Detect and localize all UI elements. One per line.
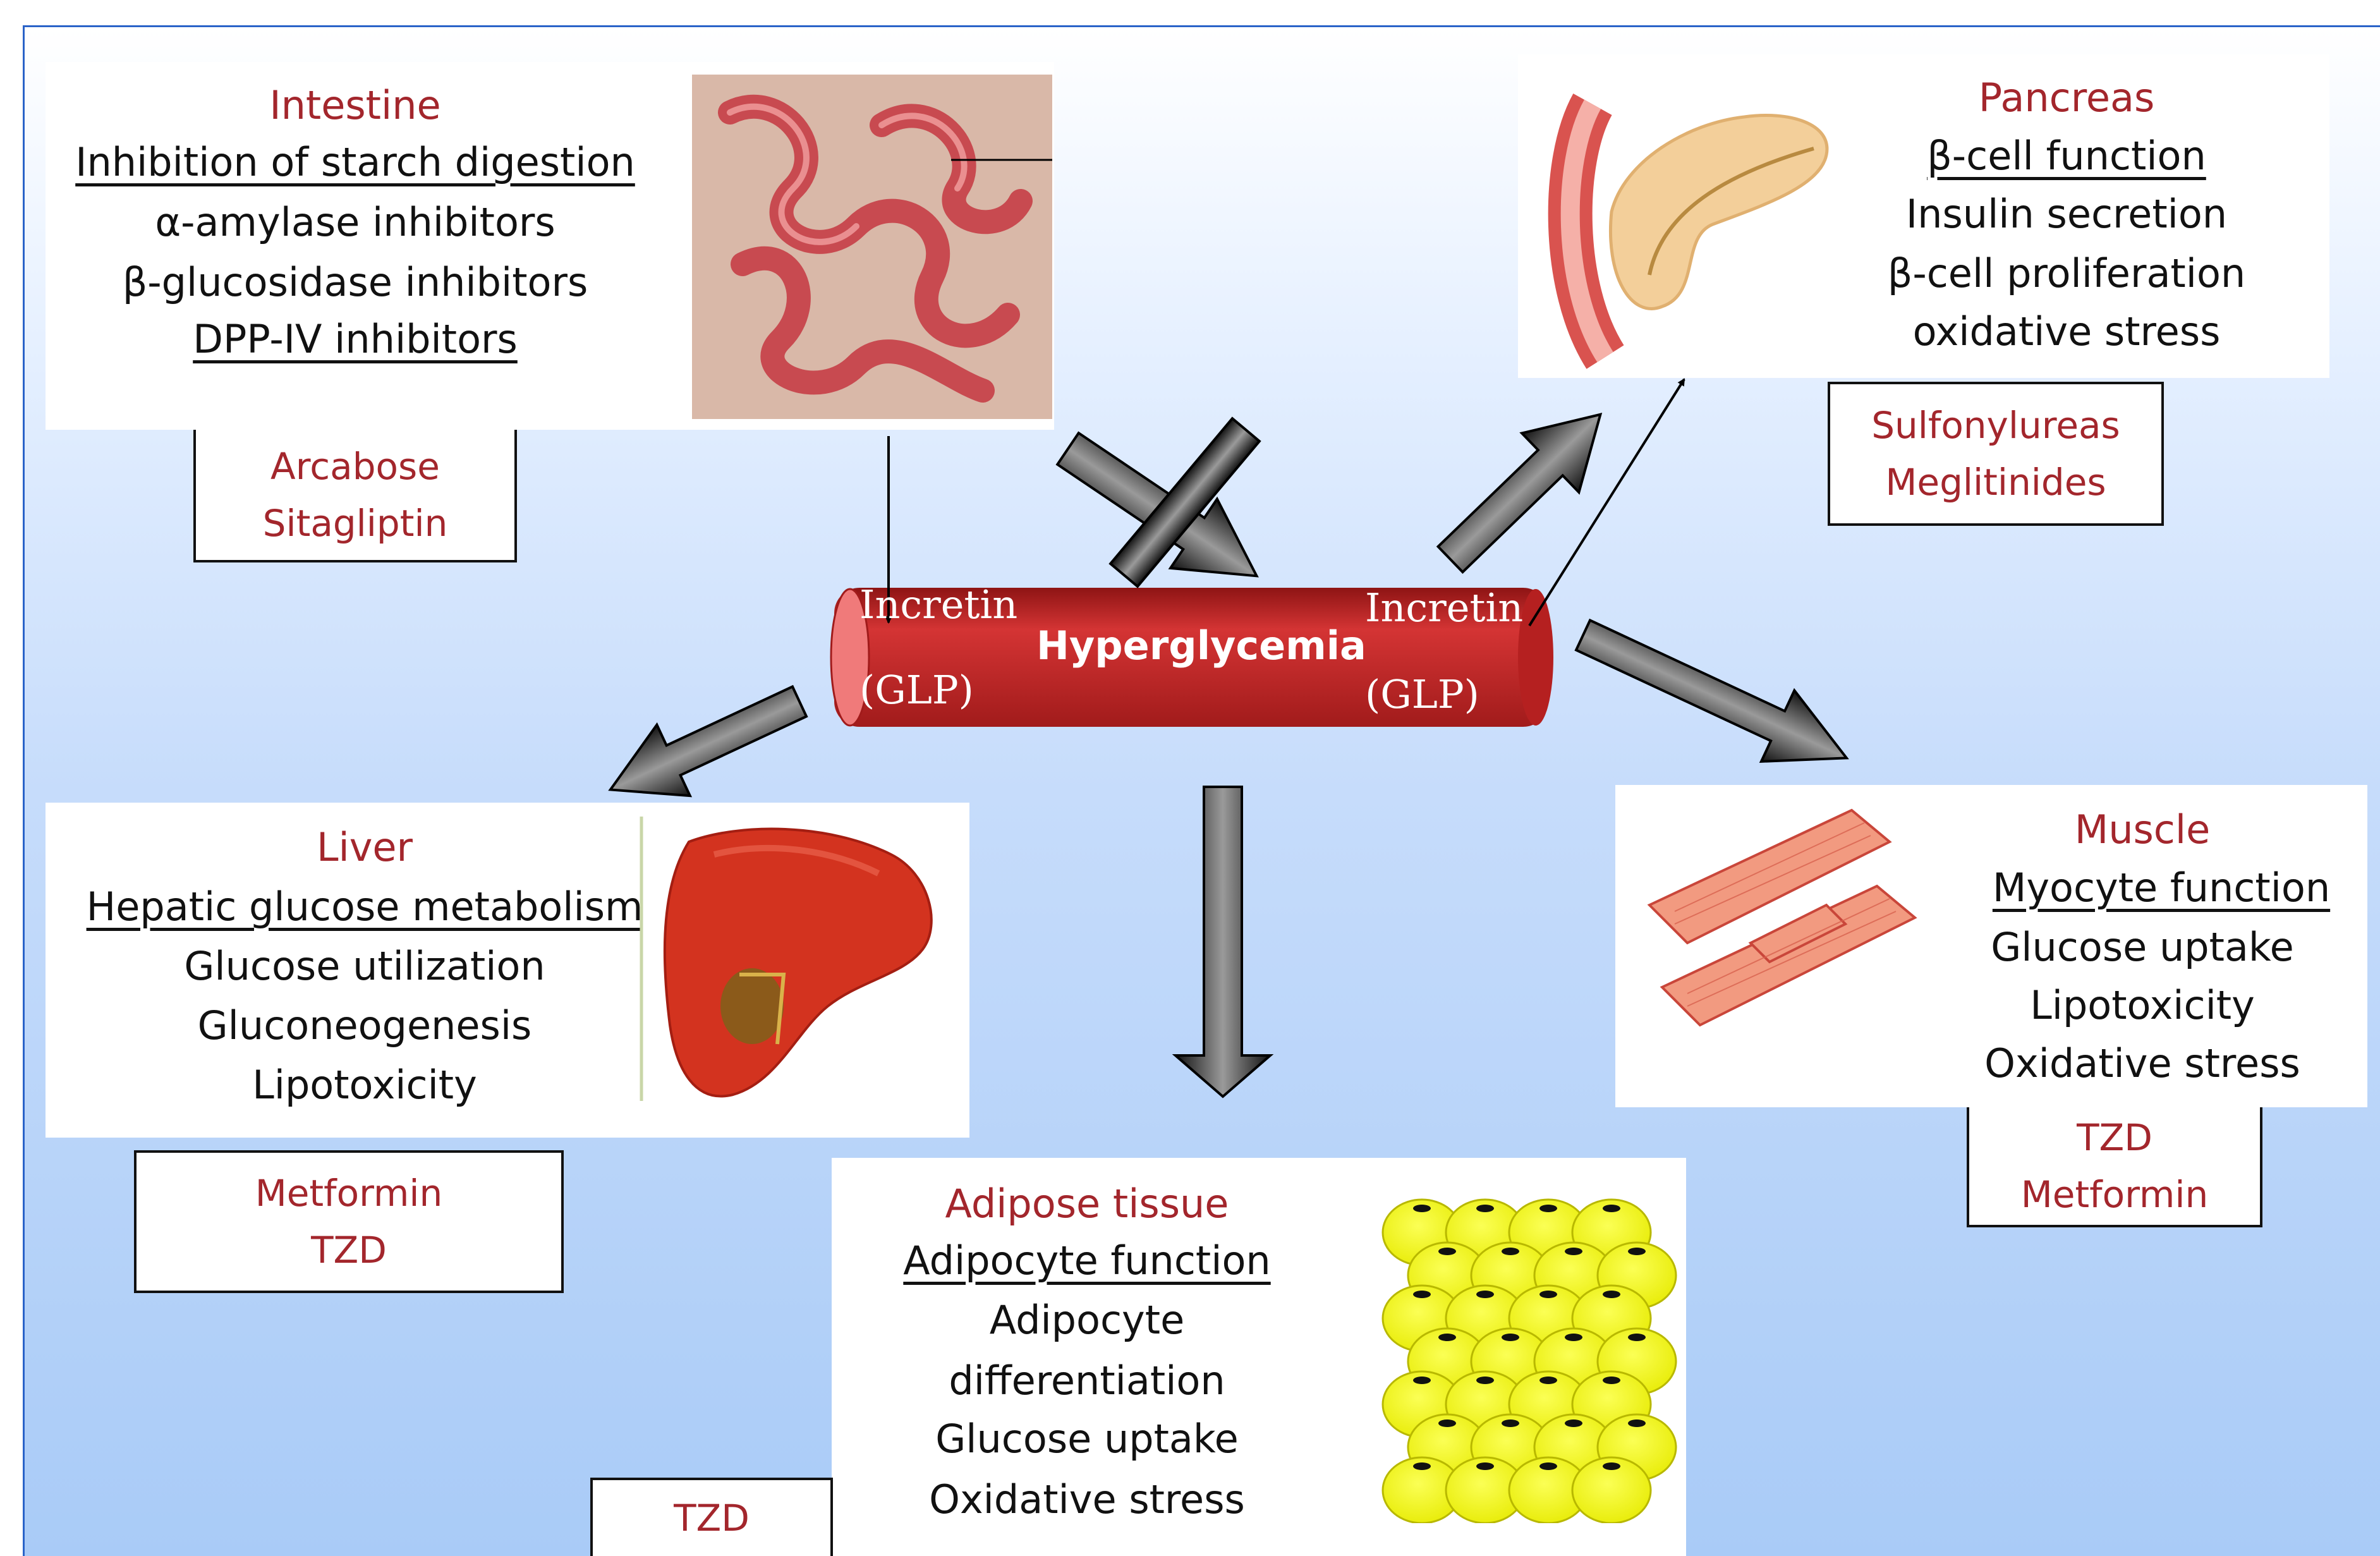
- muscle-drug-box: TZD Metformin: [1967, 1107, 2262, 1227]
- adipocyte-nucleus: [1628, 1248, 1646, 1255]
- incretin-left-label: Incretin: [859, 581, 1018, 628]
- drug-metformin-liver: Metformin: [255, 1172, 443, 1215]
- intestine-item-starch: Inhibition of starch digestion: [75, 139, 635, 185]
- pancreas-item-proliferation: β-cell proliferation: [1887, 250, 2246, 296]
- intestine-item-amylase: α-amylase inhibitors: [155, 199, 556, 245]
- drug-arcabose: Arcabose: [270, 445, 440, 488]
- adipocyte-nucleus: [1502, 1334, 1519, 1341]
- liver-image: [640, 817, 933, 1101]
- adipose-item-differentiation: differentiation: [949, 1358, 1225, 1404]
- liver-drug-box: Metformin TZD: [134, 1150, 564, 1293]
- pancreas-item-beta-function: β-cell function: [1927, 133, 2206, 179]
- liver-item-gluconeogenesis: Gluconeogenesis: [197, 1002, 532, 1048]
- adipocyte-nucleus: [1565, 1419, 1582, 1427]
- muscle-title: Muscle: [2074, 806, 2211, 853]
- adipocyte-nucleus: [1413, 1205, 1431, 1212]
- intestine-image: [692, 75, 1052, 419]
- arrow-to-muscle: [1574, 618, 1849, 763]
- adipocyte-nucleus: [1476, 1205, 1494, 1212]
- inhibition-bar: [1108, 416, 1261, 588]
- adipose-item-oxidative: Oxidative stress: [929, 1476, 1245, 1523]
- adipocyte-nucleus: [1502, 1419, 1519, 1427]
- liver-item-lipotoxicity: Lipotoxicity: [252, 1062, 477, 1108]
- adipocyte-nucleus: [1438, 1248, 1456, 1255]
- pancreas-item-insulin: Insulin secretion: [1905, 191, 2228, 237]
- drug-sitagliptin: Sitagliptin: [262, 502, 448, 545]
- adipocyte-nucleus: [1539, 1377, 1557, 1384]
- adipocyte-nucleus: [1565, 1334, 1582, 1341]
- pancreas-image: [1548, 94, 1829, 369]
- pancreas-title: Pancreas: [1978, 75, 2155, 121]
- adipocyte-nucleus: [1413, 1291, 1431, 1298]
- adipocyte-nucleus: [1603, 1377, 1620, 1384]
- intestine-item-glucosidase: β-glucosidase inhibitors: [122, 259, 588, 305]
- hyperglycemia-label: Hyperglycemia: [1036, 623, 1366, 669]
- intestine-item-dpp: DPP-IV inhibitors: [193, 316, 518, 362]
- glp-right-label: (GLP): [1365, 671, 1479, 717]
- thin-arrow-incretin-pancreas: [1528, 378, 1685, 627]
- adipocyte-image: [1381, 1198, 1677, 1523]
- adipocyte-nucleus: [1628, 1334, 1646, 1341]
- adipocyte-nucleus: [1603, 1462, 1620, 1470]
- adipocyte-nucleus: [1476, 1462, 1494, 1470]
- adipocyte-nucleus: [1539, 1462, 1557, 1470]
- adipocyte-nucleus: [1438, 1334, 1456, 1341]
- adipocyte-nucleus: [1603, 1291, 1620, 1298]
- drug-tzd-muscle: TZD: [2077, 1116, 2152, 1159]
- adipocyte-nucleus: [1476, 1291, 1494, 1298]
- arrow-to-liver: [608, 684, 808, 798]
- arrow-to-pancreas: [1436, 413, 1603, 574]
- liver-title: Liver: [316, 824, 413, 870]
- muscle-item-oxidative: Oxidative stress: [1984, 1040, 2300, 1086]
- muscle-item-glucose: Glucose uptake: [1991, 924, 2294, 970]
- muscle-item-lipotoxicity: Lipotoxicity: [2030, 982, 2255, 1028]
- adipocyte-nucleus: [1438, 1419, 1456, 1427]
- adipocyte-nucleus: [1476, 1377, 1494, 1384]
- adipocyte-nucleus: [1539, 1205, 1557, 1212]
- pancreas-item-oxidative: oxidative stress: [1912, 308, 2221, 355]
- adipocyte-nucleus: [1539, 1291, 1557, 1298]
- intestine-title: Intestine: [269, 82, 441, 128]
- muscle-item-myocyte: Myocyte function: [1992, 865, 2331, 911]
- arrow-to-adipose: [1172, 786, 1274, 1098]
- adipose-item-adipocyte: Adipocyte: [989, 1297, 1185, 1343]
- adipocyte-nucleus: [1565, 1248, 1582, 1255]
- adipocyte-nucleus: [1628, 1419, 1646, 1427]
- adipose-drug-box: TZD: [590, 1478, 833, 1556]
- drug-tzd-adipose: TZD: [674, 1497, 750, 1540]
- liver-item-utilization: Glucose utilization: [184, 943, 545, 989]
- hyperglycemia-vessel: [830, 588, 1553, 727]
- pancreas-drug-box: Sulfonylureas Meglitinides: [1828, 382, 2164, 526]
- drug-metformin-muscle: Metformin: [2020, 1173, 2209, 1216]
- drug-sulfonylureas: Sulfonylureas: [1871, 404, 2120, 447]
- adipose-title: Adipose tissue: [945, 1181, 1229, 1227]
- incretin-right-label: Incretin: [1365, 585, 1524, 631]
- intestine-drug-box: Arcabose Sitagliptin: [193, 430, 517, 562]
- drug-meglitinides: Meglitinides: [1885, 461, 2106, 504]
- adipose-item-glucose: Glucose uptake: [935, 1416, 1239, 1462]
- muscle-image: [1647, 808, 1917, 1027]
- adipocyte-nucleus: [1502, 1248, 1519, 1255]
- adipocyte-nucleus: [1413, 1462, 1431, 1470]
- adipocyte-cell: [1571, 1456, 1652, 1523]
- liver-item-hepatic: Hepatic glucose metabolism: [86, 884, 643, 930]
- muscle-panel: [1615, 785, 2367, 1107]
- adipose-item-function: Adipocyte function: [903, 1237, 1271, 1284]
- glp-left-label: (GLP): [859, 667, 974, 713]
- drug-tzd-liver: TZD: [311, 1229, 387, 1272]
- adipocyte-nucleus: [1413, 1377, 1431, 1384]
- adipocyte-nucleus: [1603, 1205, 1620, 1212]
- arrow-intestine-to-vessel: [1055, 431, 1259, 578]
